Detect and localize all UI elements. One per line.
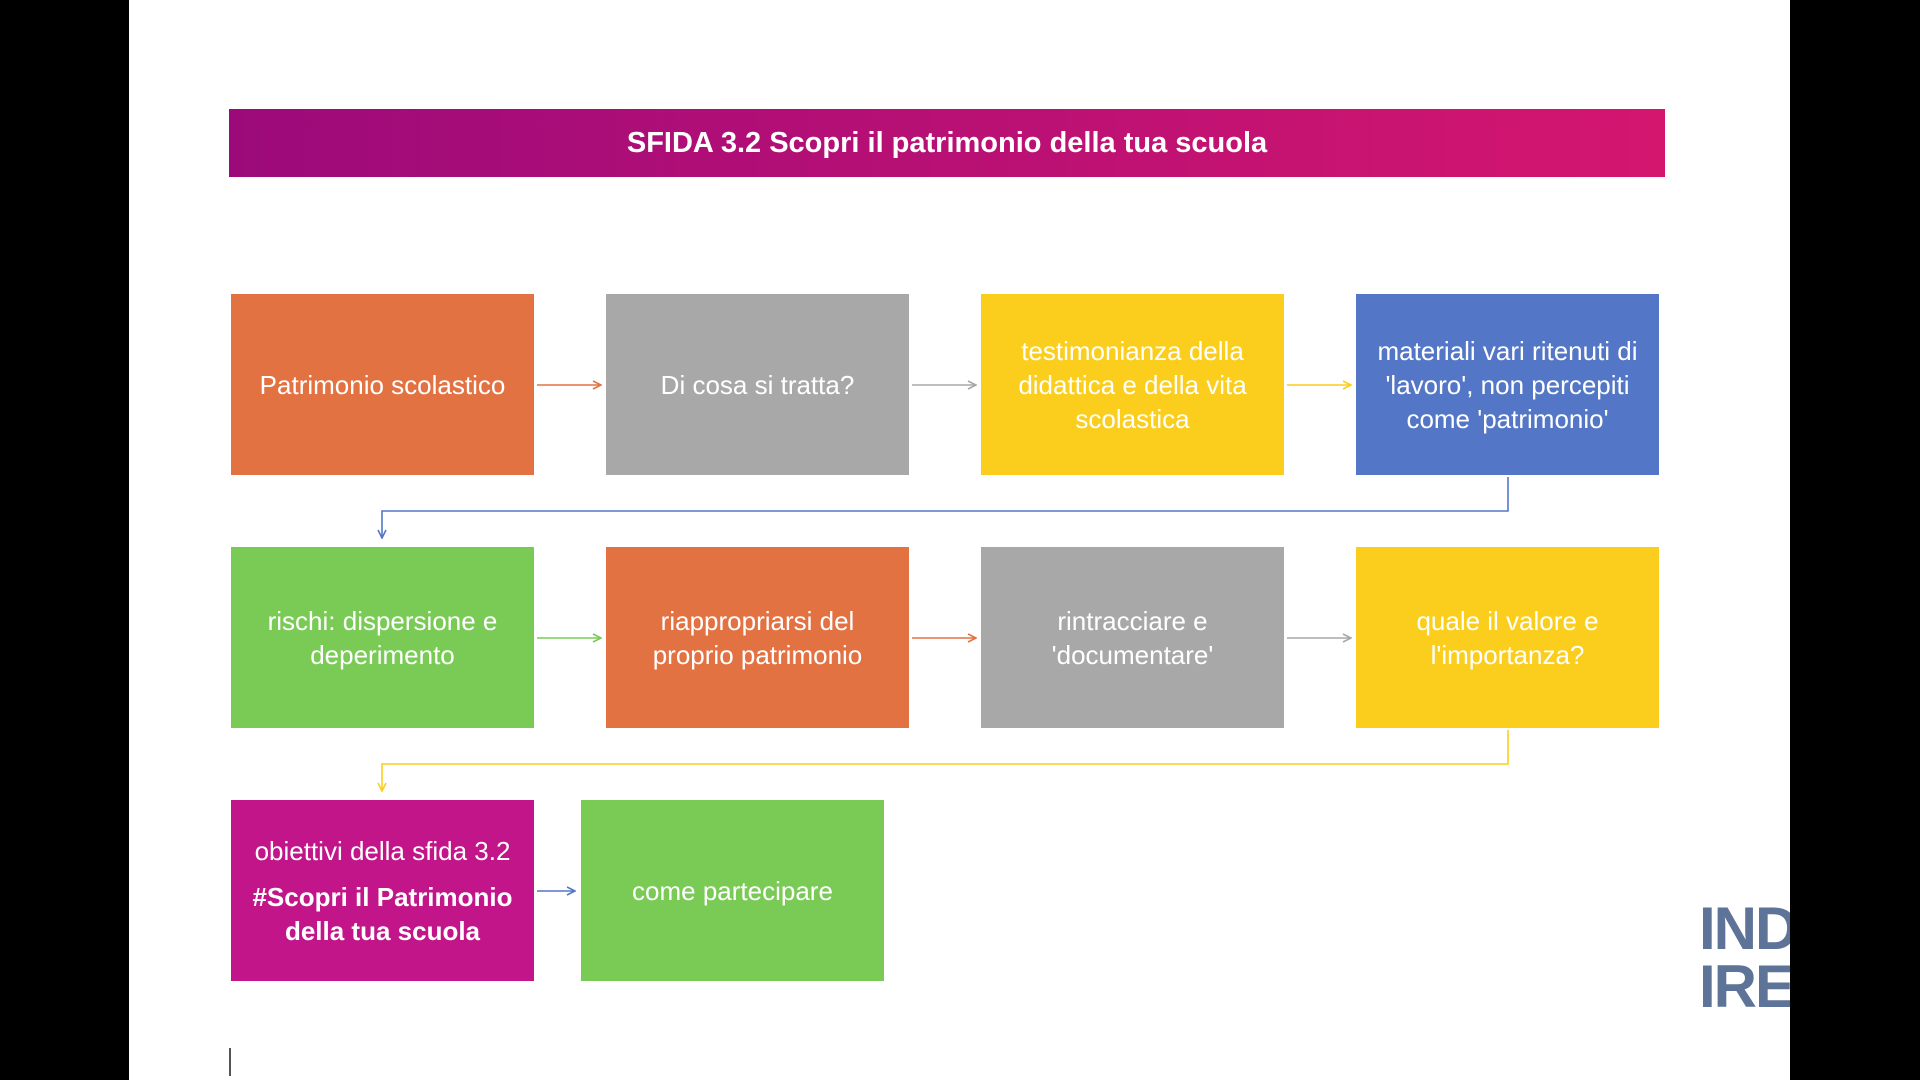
connectors	[129, 0, 1509, 1080]
flow-box-materiali-vari: materiali vari ritenuti di 'lavoro', non…	[1356, 294, 1659, 475]
flow-box-di-cosa-si-tratta: Di cosa si tratta?	[606, 294, 909, 475]
flow-box-rischi: rischi: dispersione e deperimento	[231, 547, 534, 728]
flow-box-riappropriarsi: riappropriarsi del proprio patrimonio	[606, 547, 909, 728]
slide: SFIDA 3.2 Scopri il patrimonio della tua…	[129, 0, 1790, 1080]
flow-box-rintracciare: rintracciare e 'documentare'	[981, 547, 1284, 728]
flow-box-come-partecipare: come partecipare	[581, 800, 884, 981]
title-banner: SFIDA 3.2 Scopri il patrimonio della tua…	[229, 109, 1665, 177]
flow-box-patrimonio-scolastico: Patrimonio scolastico	[231, 294, 534, 475]
flow-box-testimonianza: testimonianza della didattica e della vi…	[981, 294, 1284, 475]
indire-logo: IND IRE	[1699, 895, 1790, 1020]
page-title: SFIDA 3.2 Scopri il patrimonio della tua…	[626, 126, 1268, 159]
flow-box-obiettivi: obiettivi della sfida 3.2 #Scopri il Pat…	[231, 800, 534, 981]
flow-box-valore-importanza: quale il valore e l'importanza?	[1356, 547, 1659, 728]
flow-box-hashtag: #Scopri il Patrimonio della tua scuola	[252, 881, 513, 946]
connector-row2-row3	[382, 730, 1509, 791]
text-cursor	[229, 1048, 231, 1076]
connector-row1-row2	[382, 477, 1509, 538]
